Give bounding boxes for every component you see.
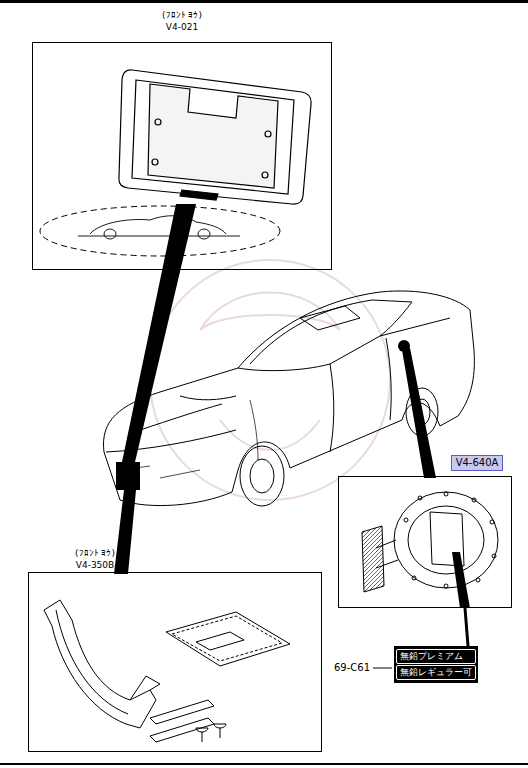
part-number: V4-640A (451, 455, 504, 471)
leader-line (465, 608, 468, 646)
leader-wedge (114, 490, 136, 574)
front-plate-mark (116, 462, 140, 490)
leader-line (373, 668, 392, 669)
car-body (103, 291, 474, 506)
mini-car (78, 216, 240, 239)
watermark (150, 260, 390, 500)
fuel-label-text: 無鉛プレミアム (396, 649, 476, 664)
leader-wedge (402, 348, 436, 478)
detail-oval (40, 206, 280, 256)
parts-panel: (ﾌﾛﾝﾄ ﾖｳ)V4-350B (28, 572, 322, 752)
plate-frame (119, 70, 311, 204)
top-rule (0, 0, 528, 3)
leader-wedge (452, 552, 470, 608)
part-note: (ﾌﾛﾝﾄ ﾖｳ) (75, 548, 115, 558)
bracket-parts (44, 600, 290, 742)
part-note: (ﾌﾛﾝﾄ ﾖｳ) (162, 10, 202, 20)
callout-number: 69-C61 (334, 662, 370, 674)
fuel-door (362, 492, 498, 592)
parts-panel: (ﾌﾛﾝﾄ ﾖｳ)V4-021 (32, 42, 332, 270)
part-number: V4-350B (76, 560, 114, 570)
fuel-label-sticker: 無鉛プレミアム無鉛レギュラー可 (394, 646, 478, 683)
bottom-rule (0, 763, 528, 765)
part-number: V4-021 (166, 22, 198, 32)
parts-panel: V4-640A (338, 476, 512, 608)
fuel-label-text: 無鉛レギュラー可 (396, 665, 476, 680)
